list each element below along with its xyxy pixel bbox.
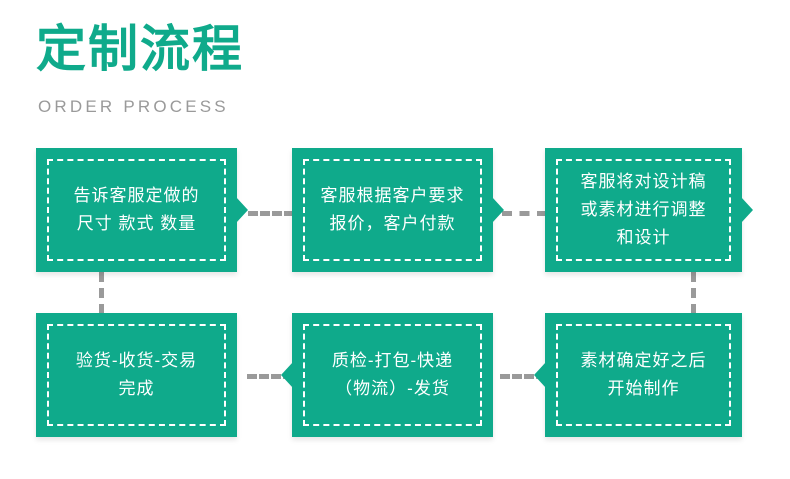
process-step-1-label: 告诉客服定做的 尺寸 款式 数量 — [73, 186, 200, 233]
process-step-5-frame: 质检-打包-快递 （物流）-发货 — [303, 324, 482, 426]
arrow-right-icon — [492, 197, 504, 223]
connector-step6-start — [99, 272, 104, 314]
arrow-right-icon — [741, 197, 753, 223]
process-step-6[interactable]: 验货-收货-交易 完成 — [36, 313, 237, 437]
connector-step3-step4 — [691, 272, 696, 314]
process-step-3[interactable]: 客服将对设计稿 或素材进行调整 和设计 — [545, 148, 753, 272]
process-step-4-label: 素材确定好之后 开始制作 — [580, 351, 707, 398]
arrow-left-icon — [534, 362, 546, 388]
connector-step4-step5 — [500, 374, 546, 379]
process-step-1-frame: 告诉客服定做的 尺寸 款式 数量 — [47, 159, 226, 261]
process-step-6-frame: 验货-收货-交易 完成 — [47, 324, 226, 426]
page-title: 定制流程 — [36, 21, 244, 77]
arrow-left-icon — [281, 362, 293, 388]
process-step-4[interactable]: 素材确定好之后 开始制作 — [534, 313, 742, 437]
process-step-1[interactable]: 告诉客服定做的 尺寸 款式 数量 — [36, 148, 248, 272]
process-step-5[interactable]: 质检-打包-快递 （物流）-发货 — [281, 313, 493, 437]
process-step-2-frame: 客服根据客户要求 报价，客户付款 — [303, 159, 482, 261]
connector-step5-step6 — [247, 374, 293, 379]
process-step-3-label: 客服将对设计稿 或素材进行调整 和设计 — [580, 172, 707, 247]
page-subtitle: ORDER PROCESS — [38, 97, 229, 116]
arrow-right-icon — [236, 197, 248, 223]
process-step-3-frame: 客服将对设计稿 或素材进行调整 和设计 — [556, 159, 731, 261]
process-step-6-label: 验货-收货-交易 完成 — [75, 351, 198, 398]
process-step-2-label: 客服根据客户要求 报价，客户付款 — [320, 186, 465, 233]
process-step-5-label: 质检-打包-快递 （物流）-发货 — [331, 351, 454, 398]
process-step-4-frame: 素材确定好之后 开始制作 — [556, 324, 731, 426]
connector-step2-step3 — [502, 211, 547, 216]
process-step-2[interactable]: 客服根据客户要求 报价，客户付款 — [292, 148, 504, 272]
connector-step1-step2 — [248, 211, 294, 216]
